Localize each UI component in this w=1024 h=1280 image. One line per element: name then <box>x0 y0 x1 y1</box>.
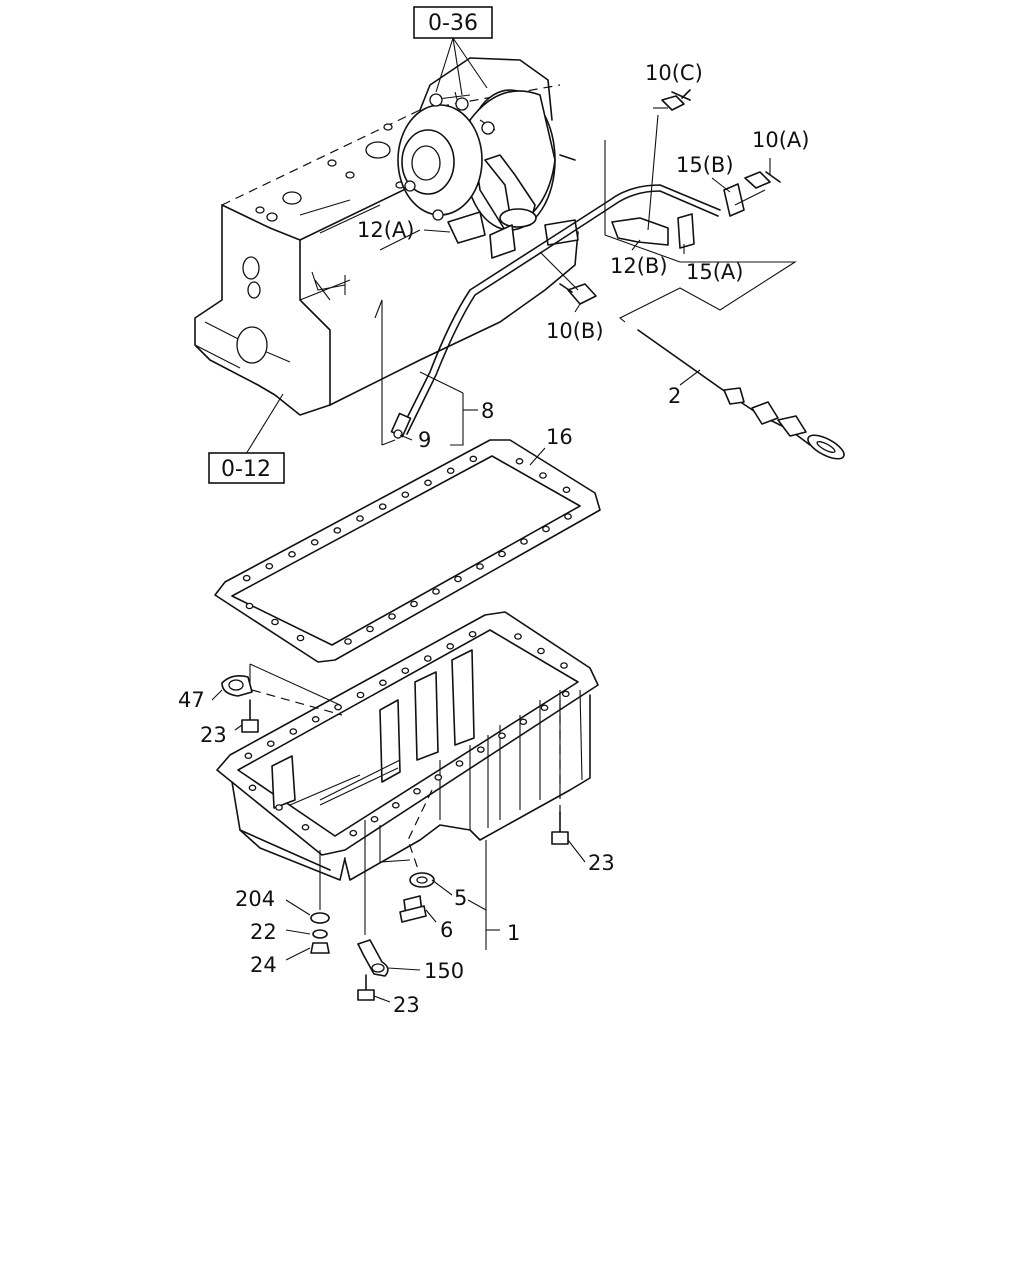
bolt-hole <box>379 679 387 687</box>
callout-8[interactable]: 8 <box>481 399 494 423</box>
bolt-hole <box>410 600 418 608</box>
bolt-hole <box>454 575 462 583</box>
assembly-lines <box>374 114 797 446</box>
callout-15b[interactable]: 15(B) <box>676 153 734 177</box>
bolt-hole <box>498 732 506 739</box>
gauge-guide-tube <box>390 89 781 439</box>
bolt-hole <box>413 788 421 795</box>
bolt-hole <box>542 525 550 533</box>
bolt-hole <box>271 618 279 626</box>
bolt-hole <box>275 804 283 811</box>
bolt-hole <box>476 563 484 570</box>
reference-0-36-label: 0-36 <box>428 11 478 36</box>
bolt-hole <box>520 538 528 545</box>
callout-150[interactable]: 150 <box>424 959 464 983</box>
bolt-hole <box>349 829 358 837</box>
bolt-hole <box>266 740 275 747</box>
bolt-hole <box>539 472 547 479</box>
bolt-hole <box>388 613 396 620</box>
bolt-hole <box>560 662 568 669</box>
leader-0-36 <box>435 37 488 96</box>
callout-22[interactable]: 22 <box>250 920 277 944</box>
bolt-hole <box>401 667 410 674</box>
bolt-hole <box>401 491 410 498</box>
callout-15a[interactable]: 15(A) <box>686 260 743 284</box>
callout-1[interactable]: 1 <box>507 921 520 945</box>
callout-23-bottom[interactable]: 23 <box>393 993 420 1017</box>
reference-box-0-36[interactable]: 0-36 <box>413 6 493 39</box>
callout-labels: 10(C) 10(A) 15(B) 12(A) 12(B) 15(A) 10(B… <box>178 61 809 1017</box>
callout-10a[interactable]: 10(A) <box>752 128 809 152</box>
bolt-hole <box>561 690 570 698</box>
bolt-hole <box>498 550 506 558</box>
bolt-hole <box>248 784 257 792</box>
bolt-hole <box>344 638 352 645</box>
bolt-hole <box>310 539 319 546</box>
callout-23-left[interactable]: 23 <box>200 723 227 747</box>
callout-204[interactable]: 204 <box>235 887 275 911</box>
bolt-hole <box>288 551 296 558</box>
bolt-hole <box>370 815 379 823</box>
bolt-hole <box>301 824 310 831</box>
bolt-hole <box>476 746 485 753</box>
bolt-hole <box>356 515 364 522</box>
callout-5[interactable]: 5 <box>454 886 467 910</box>
bolt-hole <box>562 486 571 494</box>
bolt-hole <box>446 643 455 650</box>
bolt-hole <box>366 625 374 633</box>
bolt-hole <box>333 527 342 534</box>
reference-box-0-12[interactable]: 0-12 <box>208 452 285 484</box>
bolt-hole <box>424 479 432 487</box>
callout-12a[interactable]: 12(A) <box>357 218 414 242</box>
callout-10b[interactable]: 10(B) <box>546 319 604 343</box>
bolt-hole <box>296 634 305 642</box>
callout-10c[interactable]: 10(C) <box>645 61 703 85</box>
dipstick <box>637 329 845 460</box>
bolt-hole <box>514 633 522 640</box>
bolt-hole <box>242 574 251 582</box>
bolt-hole <box>289 728 298 735</box>
bolt-hole <box>537 647 545 655</box>
bolt-hole <box>519 718 528 726</box>
bolt-hole <box>244 752 253 760</box>
bolt-hole <box>564 513 572 520</box>
bolt-hole <box>468 630 477 638</box>
turbocharger <box>397 89 579 246</box>
engine-block <box>194 57 579 416</box>
bolt-hole <box>423 655 432 662</box>
bolt-hole <box>334 703 342 711</box>
bolt-hole <box>265 562 274 570</box>
callout-47[interactable]: 47 <box>178 688 205 712</box>
bolt-hole <box>311 716 320 723</box>
callout-23-right[interactable]: 23 <box>588 851 615 875</box>
bolt-hole <box>434 774 443 781</box>
bolt-hole <box>446 467 455 475</box>
oil-pan-gasket <box>214 439 601 663</box>
bolt-hole <box>469 455 478 463</box>
small-parts <box>221 675 569 1001</box>
callout-12b[interactable]: 12(B) <box>610 254 668 278</box>
callout-16[interactable]: 16 <box>546 425 573 449</box>
bolt-hole <box>378 503 387 510</box>
bolt-hole <box>515 458 524 465</box>
bolt-hole <box>432 588 440 595</box>
callout-2[interactable]: 2 <box>668 384 681 408</box>
bolt-hole <box>455 760 464 767</box>
bolt-hole <box>245 602 254 610</box>
callout-leaders <box>211 107 771 1003</box>
bolt-hole <box>356 691 365 699</box>
callout-24[interactable]: 24 <box>250 953 277 977</box>
callout-9[interactable]: 9 <box>418 428 431 452</box>
bolt-hole <box>540 704 549 712</box>
callout-6[interactable]: 6 <box>440 918 453 942</box>
bolt-hole <box>391 802 400 809</box>
oil-pan <box>216 611 599 935</box>
reference-0-12-label: 0-12 <box>221 457 271 482</box>
